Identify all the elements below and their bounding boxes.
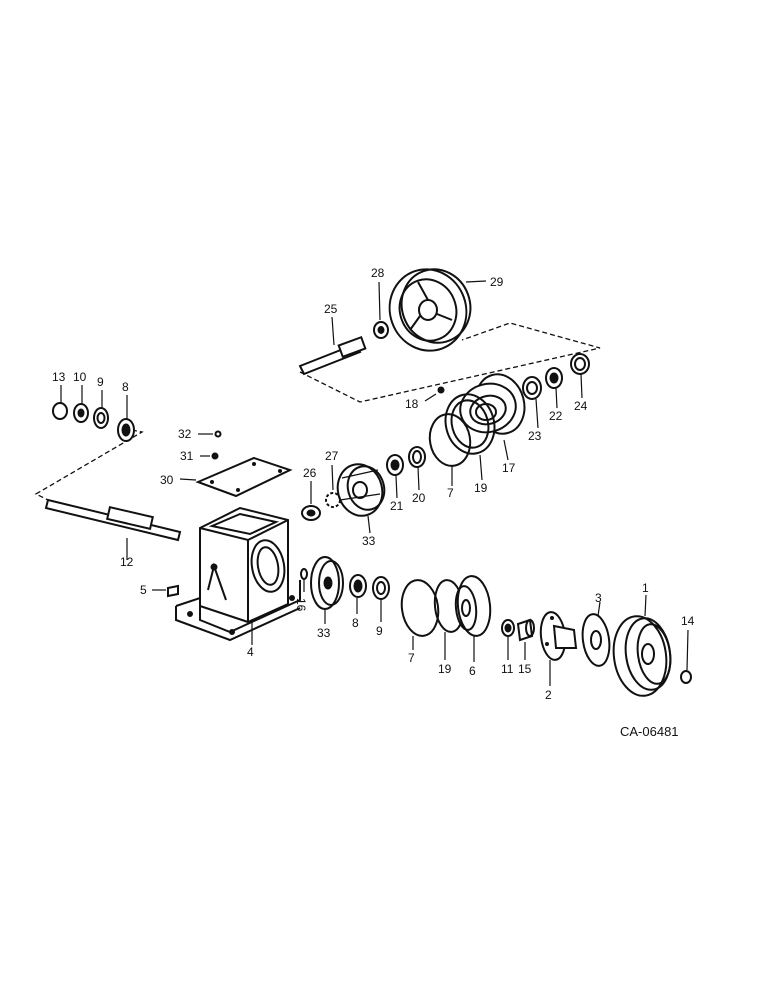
bearing-28 [373, 281, 389, 339]
callout-30: 30 [160, 473, 174, 487]
callout-6: 6 [469, 664, 476, 678]
callout-31: 31 [180, 449, 194, 463]
gearbox-housing-4 [175, 506, 301, 645]
shaft-12 [44, 498, 182, 560]
bearing-23 [522, 376, 542, 429]
callout-29: 29 [490, 275, 504, 289]
plug-31 [200, 452, 219, 460]
callout-18: 18 [405, 397, 419, 411]
callout-20: 20 [412, 491, 426, 505]
callout-22: 22 [549, 409, 563, 423]
callout-27: 27 [325, 449, 339, 463]
callout-32: 32 [178, 427, 192, 441]
upper-assembly-line [299, 322, 601, 403]
pulley-29 [388, 268, 487, 352]
callout-14: 14 [681, 614, 695, 628]
callout-24: 24 [574, 399, 588, 413]
callout-13: 13 [52, 370, 66, 384]
callout-26: 26 [303, 466, 317, 480]
pulley-1 [612, 594, 672, 697]
callout-9-left: 9 [97, 375, 104, 389]
bearing-11 [501, 619, 515, 660]
callout-8-lower: 8 [352, 616, 359, 630]
callout-19-lower: 19 [438, 662, 452, 676]
callout-1: 1 [642, 581, 649, 595]
shaft-25 [298, 316, 367, 376]
snap-ring-16 [300, 568, 308, 592]
plate-3 [581, 601, 611, 667]
callout-4: 4 [247, 645, 254, 659]
washer-10 [73, 385, 89, 423]
ring-9-lower [372, 576, 390, 622]
callout-8-left: 8 [122, 380, 129, 394]
bearing-22 [545, 367, 563, 409]
callout-12: 12 [120, 555, 134, 569]
callout-33-upper: 33 [362, 534, 376, 548]
screw-32 [198, 430, 222, 438]
bearing-8-lower [349, 574, 367, 614]
oring-7-upper [428, 413, 472, 486]
callout-9-lower: 9 [376, 624, 383, 638]
ring-24 [570, 353, 590, 399]
left-assembly-line [34, 429, 144, 501]
seal-19-upper [444, 393, 496, 481]
callout-17: 17 [502, 461, 516, 475]
callout-23: 23 [528, 429, 542, 443]
nut-14 [680, 629, 692, 684]
callout-11: 11 [501, 662, 514, 676]
bearing-26 [301, 481, 321, 521]
oring-7-lower [400, 579, 440, 650]
bushing-15 [516, 618, 535, 660]
hub-2 [539, 611, 578, 686]
callout-10: 10 [73, 370, 87, 384]
ring-9-upper [93, 390, 109, 429]
screw-5 [152, 584, 179, 598]
bevel-gear-33-lower [310, 556, 344, 624]
callout-2: 2 [545, 688, 552, 702]
ring-20 [408, 446, 426, 491]
bevel-gear-33-upper [336, 463, 386, 534]
callout-28: 28 [371, 266, 385, 280]
callout-15: 15 [518, 662, 532, 676]
callout-7-upper: 7 [447, 486, 454, 500]
callout-25: 25 [324, 302, 338, 316]
callout-19-upper: 19 [474, 481, 488, 495]
bearing-cap-6 [454, 575, 492, 662]
callout-33-lower: 33 [317, 626, 331, 640]
drawing-id: CA-06481 [620, 724, 679, 739]
callout-7-lower: 7 [408, 651, 415, 665]
bearing-21 [386, 454, 404, 499]
bushing-13 [52, 385, 68, 420]
snap-ring-27 [325, 464, 341, 508]
callout-16: 16 [294, 598, 308, 612]
pin-18 [424, 386, 445, 402]
bearing-8-upper [117, 395, 135, 442]
callout-labels: 1 2 3 4 5 6 7 7 8 8 9 9 10 11 12 13 14 1… [52, 266, 695, 702]
cover-plate-30 [179, 456, 293, 498]
callout-3: 3 [595, 591, 602, 605]
callout-5: 5 [140, 583, 147, 597]
callout-21: 21 [390, 499, 404, 513]
